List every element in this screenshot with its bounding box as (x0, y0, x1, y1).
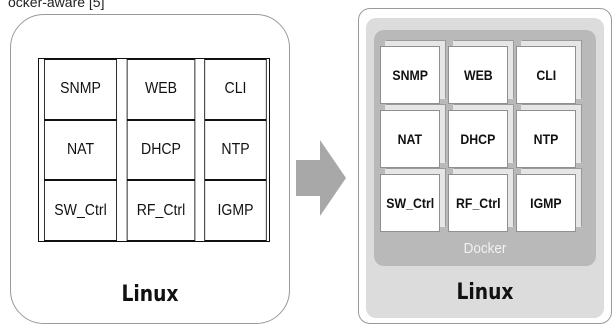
container-cube: WEB (448, 46, 508, 104)
container-cube: SW_Ctrl (380, 174, 440, 232)
table-cell: NTP (204, 119, 267, 181)
table-cell: NAT (43, 119, 118, 181)
docker-label: Docker (463, 240, 507, 257)
left-monolithic-panel (10, 14, 290, 324)
container-cube: NAT (380, 110, 440, 168)
container-cube: CLI (516, 46, 576, 104)
container-cube: IGMP (516, 174, 576, 232)
figure-caption-fragment: ocker-aware [5] (8, 0, 105, 10)
container-cube: SNMP (380, 46, 440, 104)
table-cell: WEB (126, 59, 196, 120)
table-cell: RF_Ctrl (126, 180, 196, 241)
table-cell: SW_Ctrl (43, 180, 118, 241)
right-os-label: Linux (456, 280, 514, 305)
right-arrow-icon (296, 140, 346, 216)
service-table: SNMP WEB CLI NAT DHCP NTP SW_Ctrl RF_Ctr… (38, 58, 270, 242)
table-cell: CLI (204, 59, 267, 120)
left-os-label: Linux (121, 282, 179, 307)
container-cube: DHCP (448, 110, 508, 168)
table-cell: IGMP (204, 180, 267, 241)
table-cell: SNMP (43, 59, 118, 120)
container-cube: NTP (516, 110, 576, 168)
container-cube: RF_Ctrl (448, 174, 508, 232)
table-cell: DHCP (126, 119, 196, 181)
